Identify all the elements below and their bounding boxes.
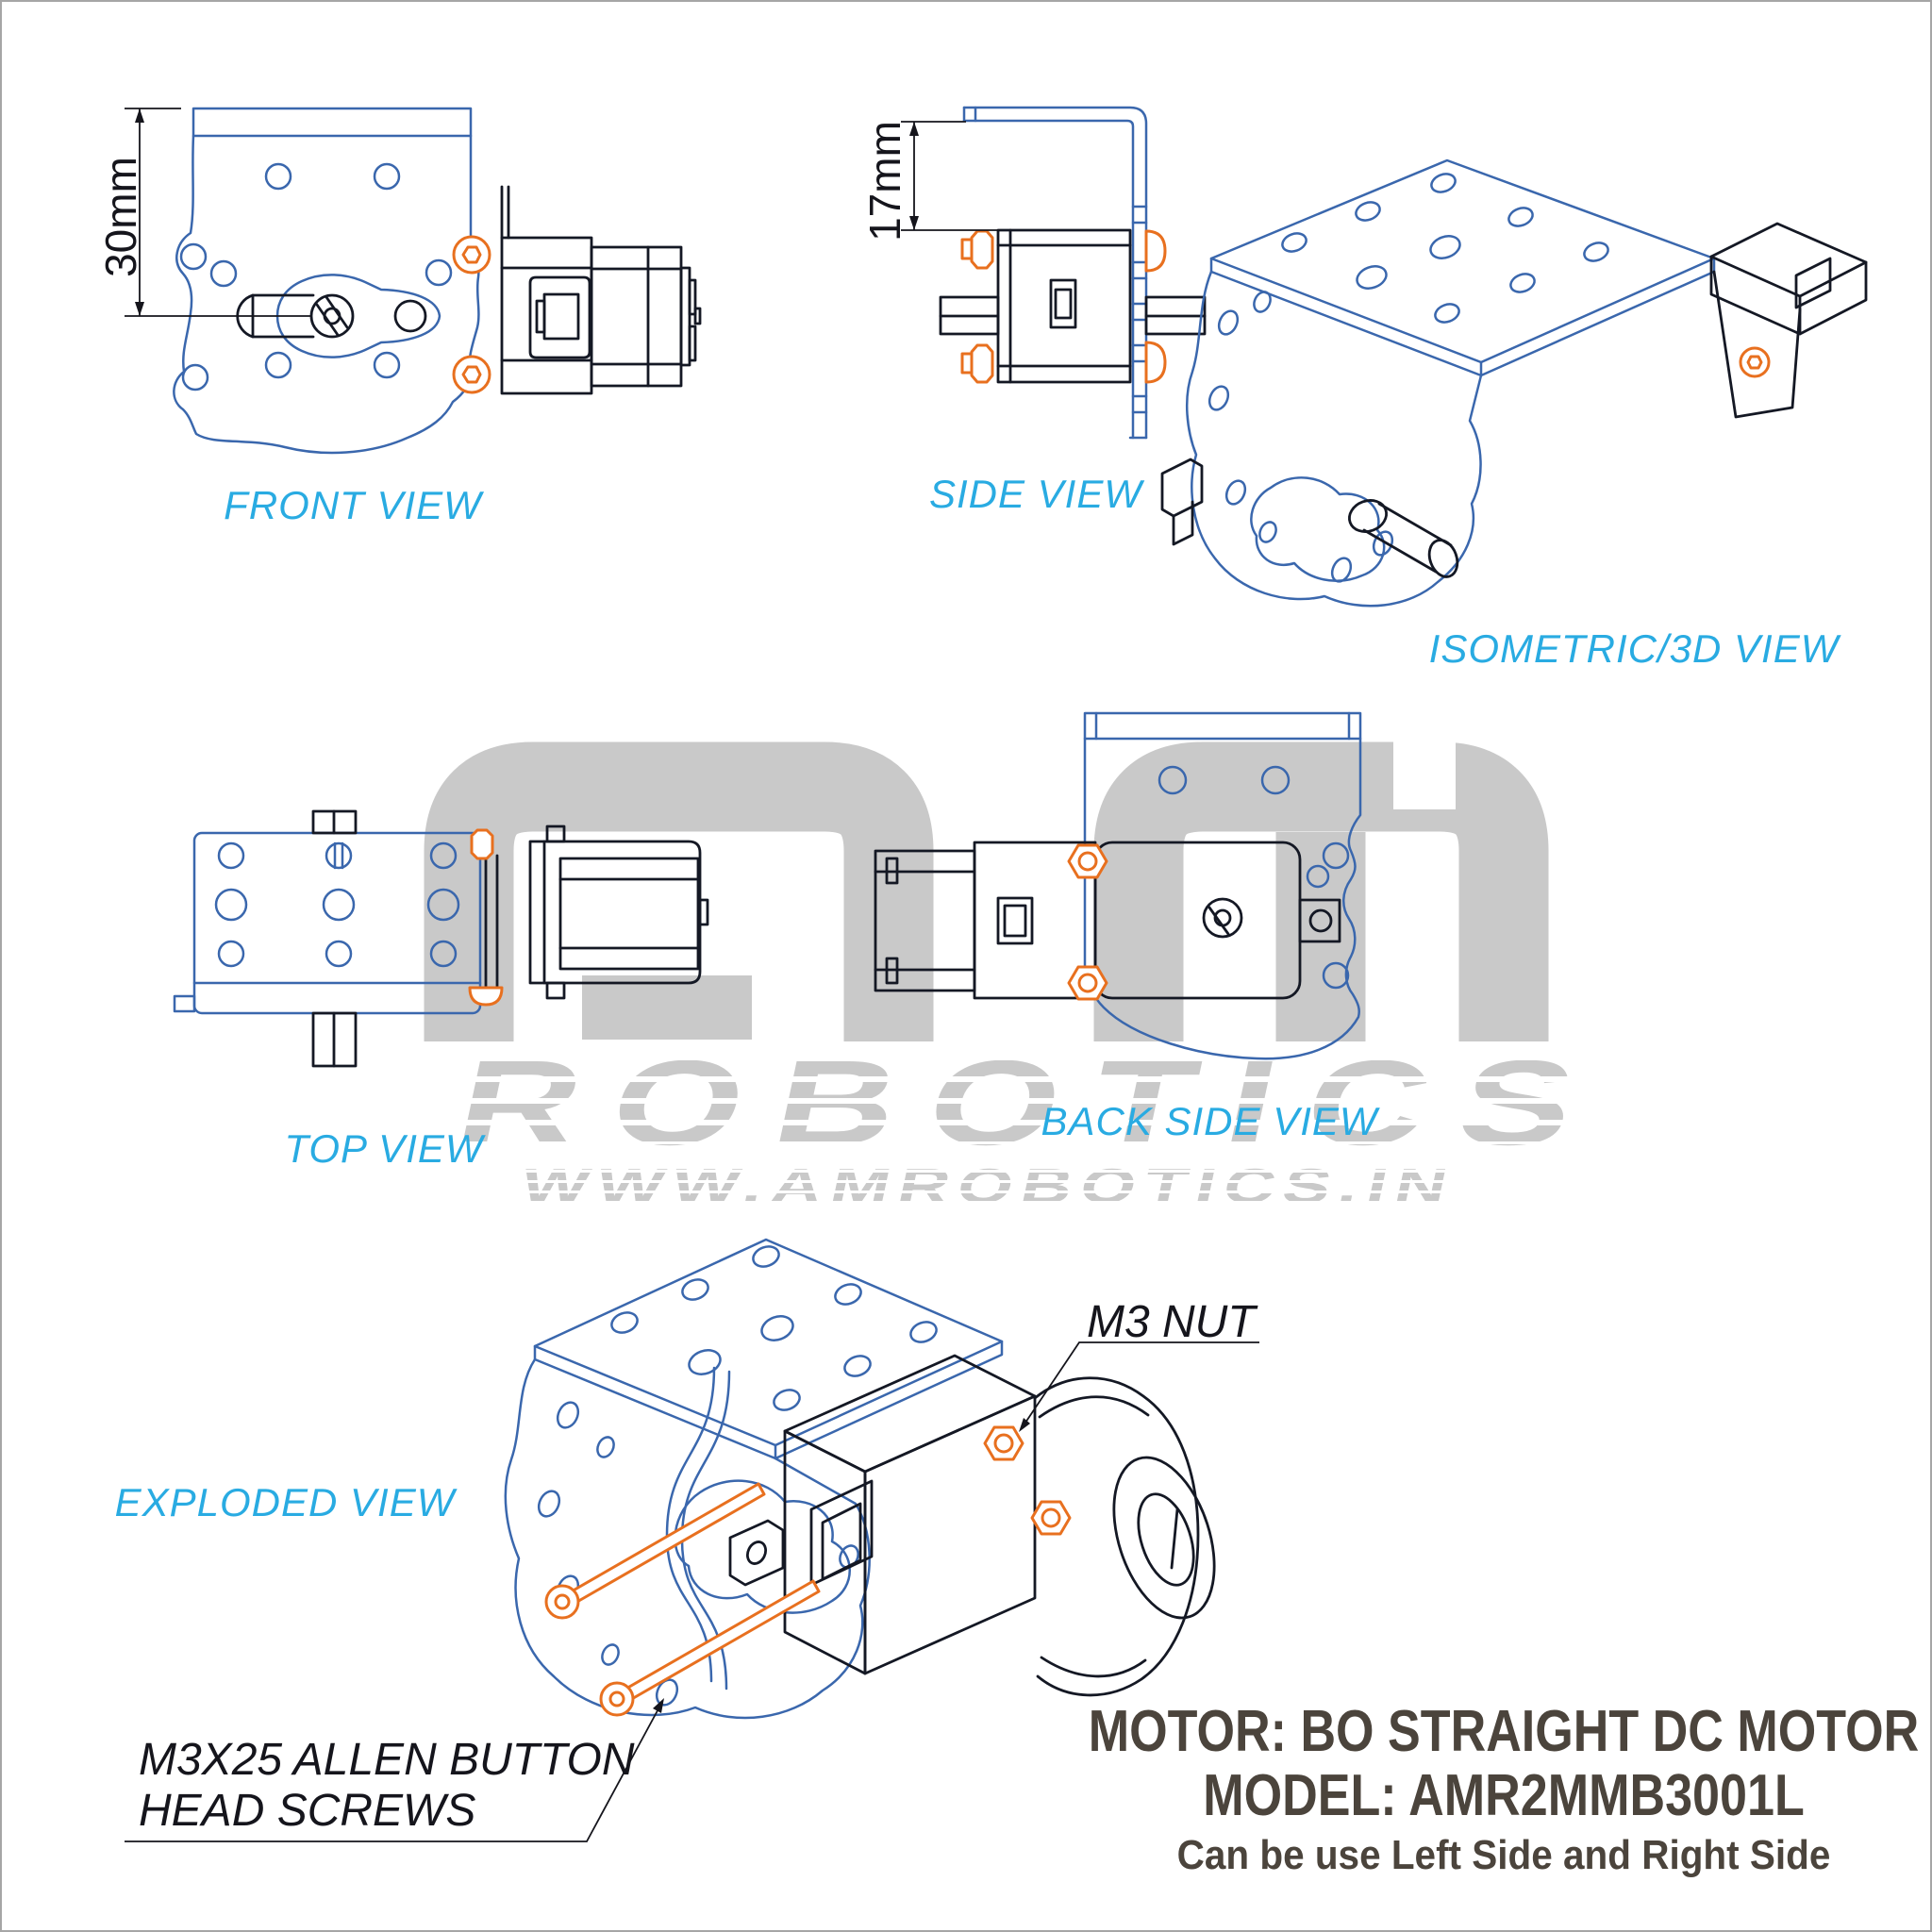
usage-note-text: Can be use Left Side and Right Side bbox=[1176, 1832, 1831, 1878]
watermark-stripe-overlay bbox=[398, 1039, 1587, 1144]
front-view-label: FRONT VIEW bbox=[224, 483, 482, 527]
front-view-drawing bbox=[125, 107, 702, 455]
motor-type-text: MOTOR: BO STRAIGHT DC MOTOR bbox=[1088, 1699, 1920, 1764]
side-view-drawing bbox=[901, 106, 1207, 440]
watermark-am-logo bbox=[424, 738, 1549, 1041]
screws-callout-line1: M3X25 ALLEN BUTTON bbox=[139, 1735, 635, 1785]
isometric-view-drawing bbox=[1160, 158, 1868, 608]
side-height-dimension: 17mm bbox=[860, 121, 909, 242]
top-view-drawing bbox=[173, 809, 709, 1068]
exploded-view-label: EXPLODED VIEW bbox=[114, 1480, 456, 1524]
screws-callout-line2: HEAD SCREWS bbox=[139, 1786, 476, 1836]
side-view-label: SIDE VIEW bbox=[928, 472, 1143, 516]
isometric-view-label: ISOMETRIC/3D VIEW bbox=[1428, 626, 1840, 671]
back-side-view-drawing bbox=[874, 711, 1362, 1060]
top-view-label: TOP VIEW bbox=[284, 1126, 484, 1171]
m3-nut-callout: M3 NUT bbox=[1087, 1297, 1256, 1347]
watermark-stripe-overlay bbox=[474, 1162, 1492, 1215]
back-view-label: BACK SIDE VIEW bbox=[1041, 1099, 1378, 1143]
front-height-dimension: 30mm bbox=[96, 157, 145, 277]
model-number-text: MODEL: AMR2MMB3001L bbox=[1203, 1763, 1805, 1828]
